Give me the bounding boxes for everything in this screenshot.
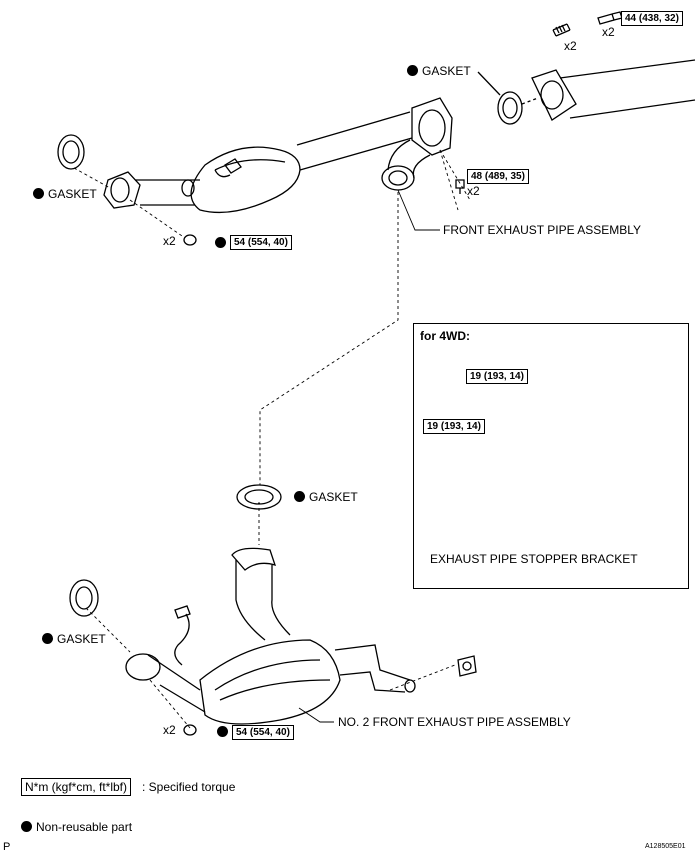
nonreusable-dot-icon bbox=[42, 633, 53, 644]
gasket-label-center: GASKET bbox=[294, 490, 358, 504]
gasket-label-top: GASKET bbox=[407, 64, 471, 78]
no2-catalyst bbox=[199, 639, 341, 725]
quantity-label: x2 bbox=[602, 25, 615, 39]
torque-legend-text: : Specified torque bbox=[142, 780, 236, 794]
quantity-label: x2 bbox=[163, 234, 176, 248]
hanger bbox=[457, 655, 477, 677]
gasket-label-left: GASKET bbox=[33, 187, 97, 201]
front-catalyst bbox=[190, 146, 301, 214]
4wd-inset-panel: for 4WD: bbox=[413, 323, 689, 589]
figure-code: A128505E01 bbox=[645, 843, 686, 850]
nonreusable-dot-icon bbox=[21, 821, 32, 832]
rear-pipe bbox=[559, 59, 696, 119]
torque-spec-48: 48 (489, 35) bbox=[467, 169, 529, 184]
gasket-left bbox=[57, 134, 85, 170]
front-exhaust-pipe-label: FRONT EXHAUST PIPE ASSEMBLY bbox=[443, 223, 642, 237]
torque-spec-54-top: 54 (554, 40) bbox=[230, 235, 292, 250]
nonreusable-dot-icon bbox=[407, 65, 418, 76]
stopper-bracket-label: EXHAUST PIPE STOPPER BRACKET bbox=[430, 552, 638, 566]
gasket-label-lower-left: GASKET bbox=[42, 632, 106, 646]
no2-front-exhaust-pipe-label: NO. 2 FRONT EXHAUST PIPE ASSEMBLY bbox=[338, 715, 571, 729]
quantity-label: x2 bbox=[564, 39, 577, 53]
torque-spec-19-a: 19 (193, 14) bbox=[466, 369, 528, 384]
inset-title: for 4WD: bbox=[420, 329, 470, 343]
rear-flange bbox=[531, 69, 577, 121]
nonreusable-legend: Non-reusable part bbox=[21, 820, 132, 834]
nonreusable-dot-icon bbox=[215, 237, 226, 248]
nonreusable-dot-icon bbox=[294, 491, 305, 502]
gasket-center bbox=[236, 484, 282, 510]
torque-spec-44: 44 (438, 32) bbox=[621, 11, 683, 26]
nonreusable-dot-icon bbox=[217, 726, 228, 737]
torque-spec-19-b: 19 (193, 14) bbox=[423, 419, 485, 434]
gasket-top bbox=[497, 91, 523, 125]
footer-letter: P bbox=[3, 841, 11, 853]
torque-spec-54-bottom: 54 (554, 40) bbox=[232, 725, 294, 740]
quantity-label: x2 bbox=[467, 184, 480, 198]
torque-legend-box: N*m (kgf*cm, ft*lbf) bbox=[21, 778, 132, 796]
front-pipe-flange bbox=[411, 97, 453, 156]
nonreusable-dot-icon bbox=[33, 188, 44, 199]
gasket-lower-left bbox=[69, 579, 99, 617]
bolt-top bbox=[597, 11, 623, 25]
quantity-label: x2 bbox=[163, 723, 176, 737]
left-flange bbox=[103, 171, 141, 209]
